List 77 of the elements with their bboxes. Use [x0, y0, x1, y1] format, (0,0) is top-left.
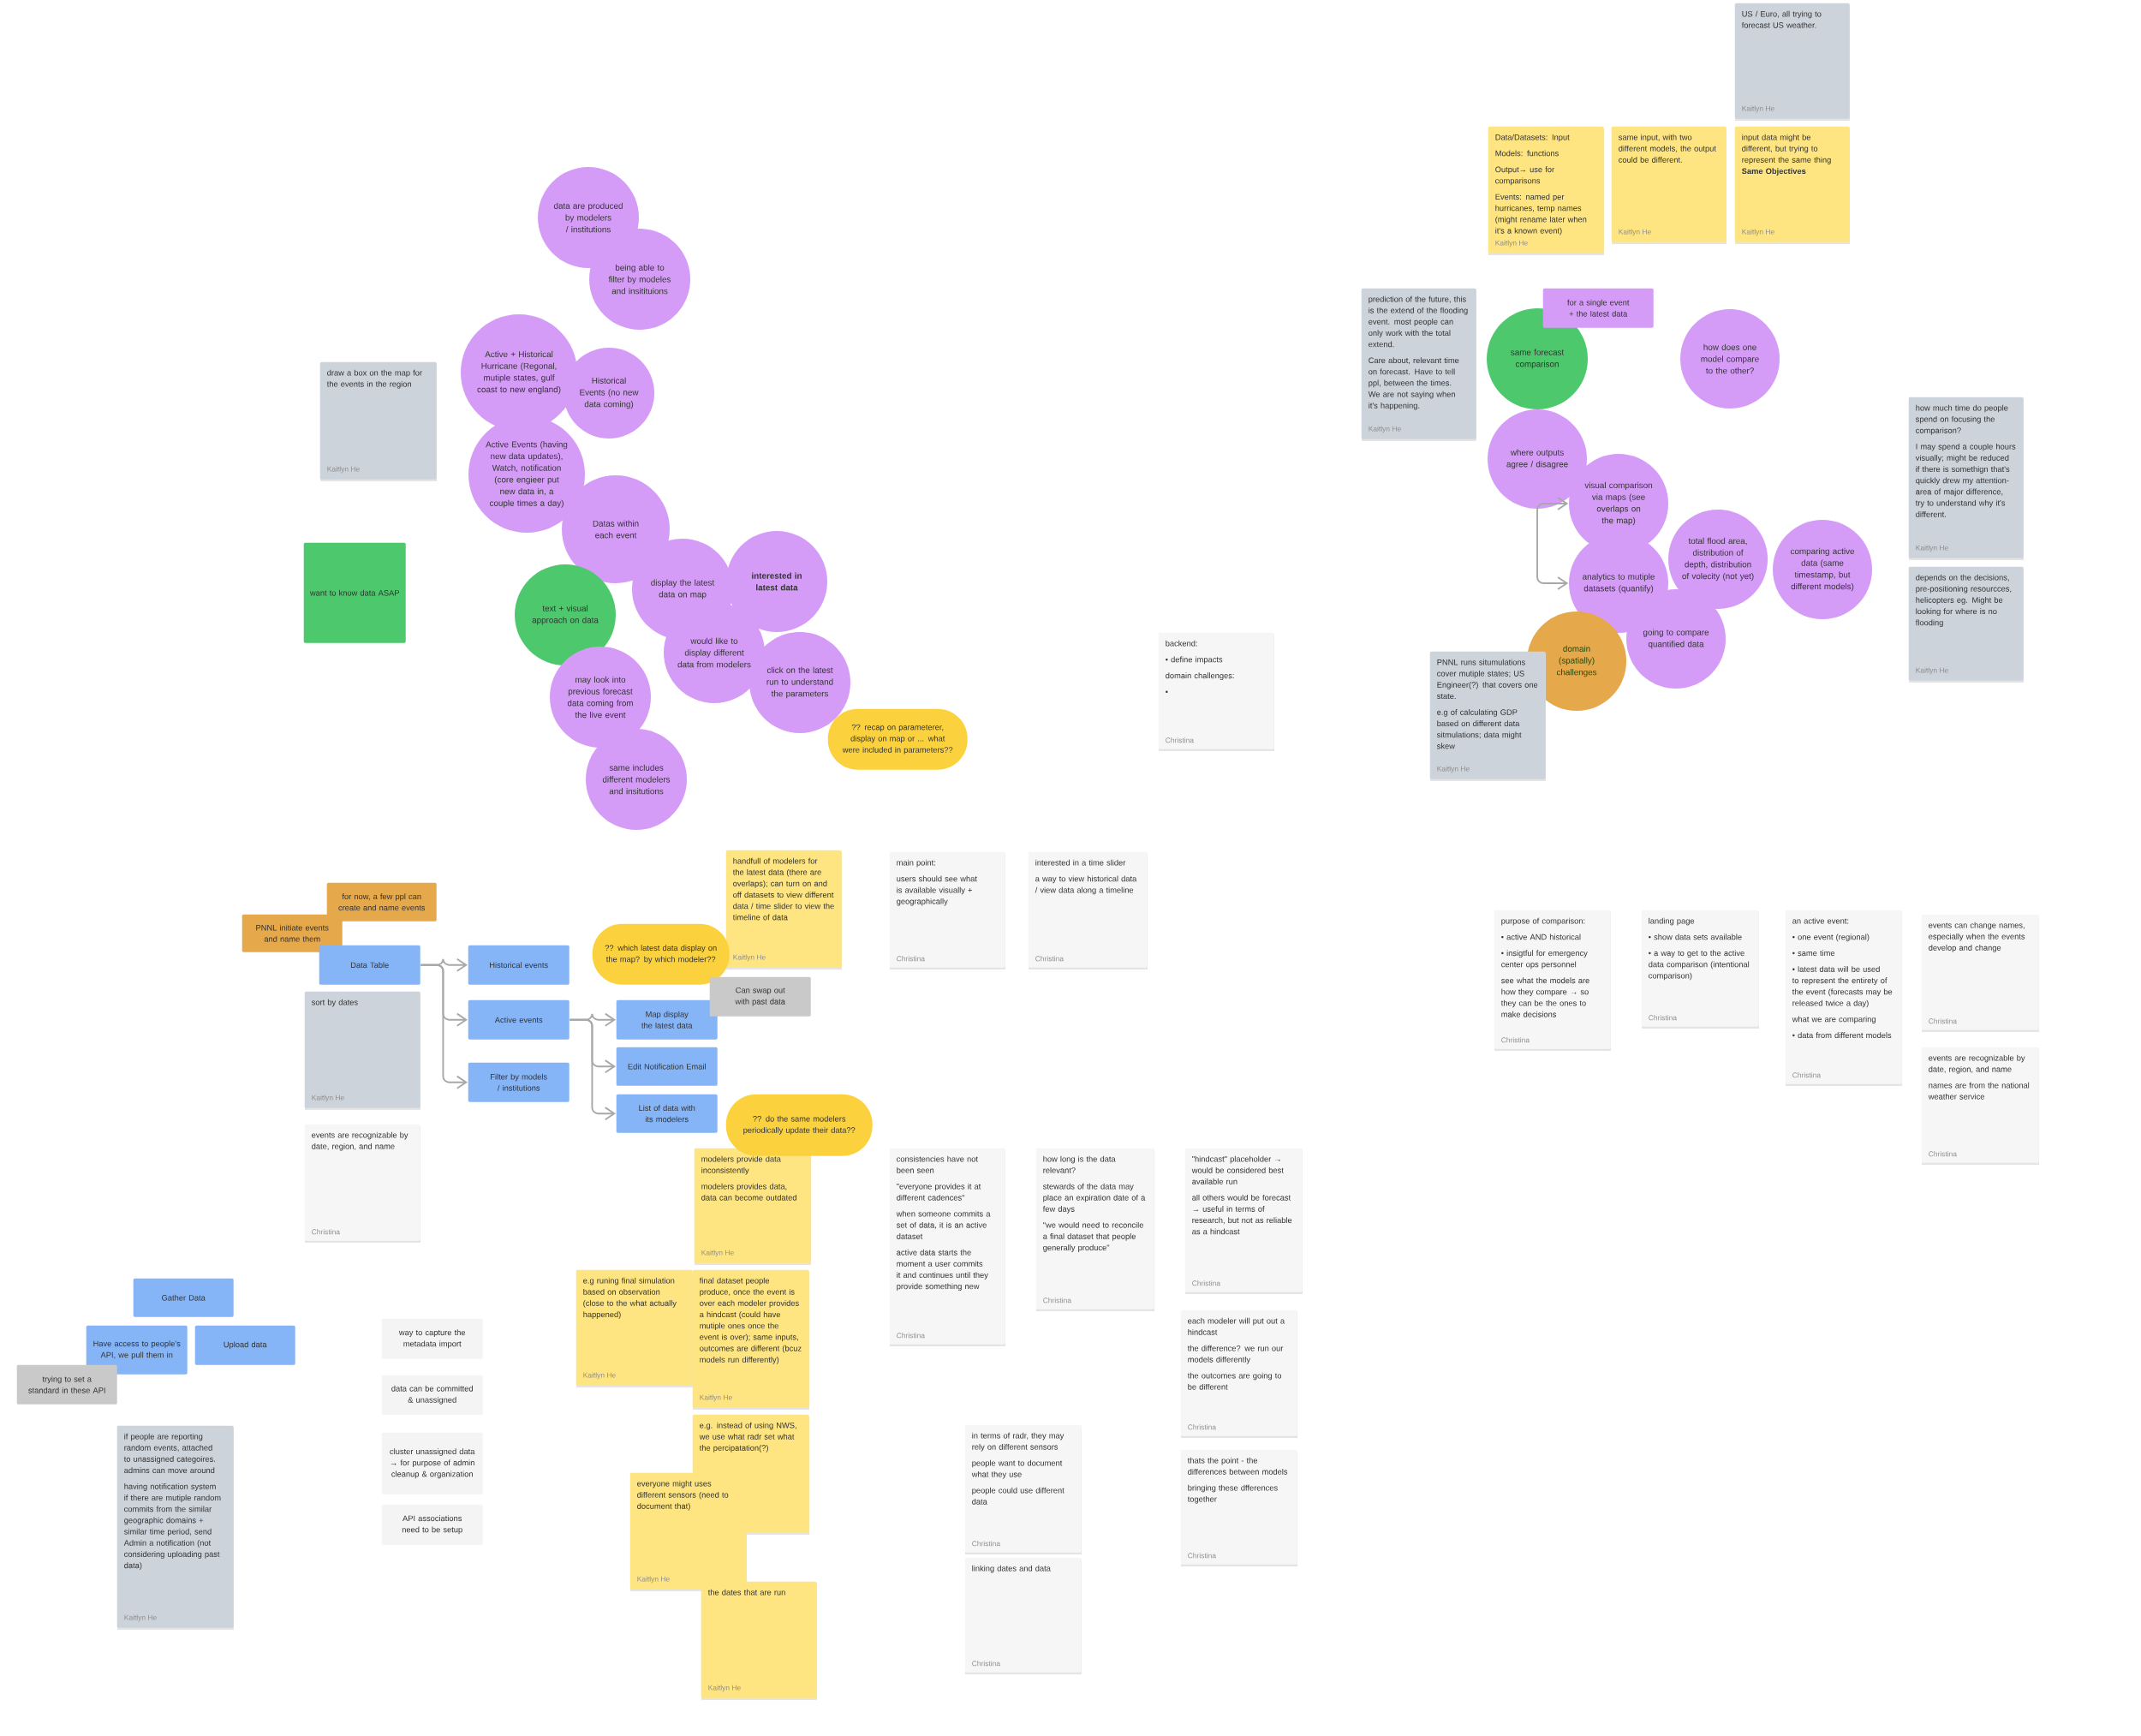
sticky-note: interested in a time slider a way to view historical data / view data along a timeline Christina [1028, 851, 1148, 969]
sticky-note: the dates that are run Kaitlyn He [701, 1581, 817, 1700]
sticky-note: backend: • define impacts domain challenges: • Christina [1158, 632, 1274, 751]
sticky-note: modelers provide data inconsistently modelers provides data, data can become outdated Kaitlyn He [694, 1148, 811, 1265]
arrow [1536, 497, 1569, 510]
bubble: total flood area, distribution of depth, distribution of volecity (not yet) [1668, 510, 1768, 609]
node-label: visual comparison via maps (see overlaps on the map) [1584, 481, 1653, 526]
label-box: PNNL initiate events and name them [242, 914, 343, 952]
bubble: interested in latest data [726, 531, 827, 632]
bubble: Active Events (having new data updates), Watch, notification (core engieer put new data in, a couple times a day) [468, 416, 585, 533]
sticky-note: Data/Datasets: Input Models: functions Output→ use for comparisons Events: named per hurricanes, temp names (might rename later when it's a known event) Kaitlyn He [1488, 126, 1605, 255]
sticky-note: main point: users should see what is available visually + geographically Christina [889, 851, 1005, 969]
question-bubble: ?? which latest data display on the map? by which modeler?? [592, 923, 730, 985]
process-box: Filter by models / institutions [468, 1062, 570, 1102]
arrow [420, 963, 468, 1089]
sticky-note: US / Euro, all trying to forecast US weather. Kaitlyn He [1734, 3, 1851, 121]
sticky-note: how long is the data relevant? stewards of the data may place an expiration date of a few days "we would need to reconcile a final dataset that people generally produce" Christina [1035, 1148, 1154, 1311]
process-box: Active events [468, 999, 570, 1040]
question-bubble: ?? recap on parameterer, display on map or ... what were included in parameters?? [827, 708, 968, 770]
node-label: click on the latest run to understand the parameters [766, 666, 833, 699]
bubble: text + visual approach on data [515, 564, 616, 665]
sticky-note: each modeler will put out a hindcast the difference? we run our models differently the outcomes are going to be different Christina [1180, 1309, 1297, 1438]
label-box: for now, a few ppl can create and name events [326, 882, 437, 922]
note-box: trying to set a standard in these API [16, 1364, 117, 1405]
sticky-note: in terms of radr, they may rely on different sensors people want to document what they use people could use different data Christina [964, 1424, 1082, 1554]
bubble: how does one model compare to the other? [1680, 309, 1780, 409]
process-box: Map display the latest data [616, 999, 718, 1040]
note-box: way to capture the metadata import [381, 1318, 483, 1359]
sticky-note: events are recognizable by date, region, and name Christina [304, 1124, 420, 1243]
sticky-note: "hindcast" placeholder → would be considered best available run all others would be forecast → useful in terms of research, but not as reliable as a hindcast Christina [1184, 1148, 1303, 1294]
node-label: Historical Events (no new data coming) [580, 377, 639, 409]
bubble: may look into previous forecast data coming from the live event [550, 647, 651, 748]
process-box: Data Table [319, 945, 420, 985]
sticky-note: consistencies have not been seen "everyone provides it at different cadences" when someone commits a set of data, it is an active dataset active data starts the moment a user commits it and continues until they provide something new Christina [889, 1148, 1005, 1346]
sticky-note: depends on the decisions, pre-positioning resourcces, helicopters eg. Might be looking for where is no flooding Kaitlyn He [1908, 566, 2025, 683]
sticky-note: sort by dates Kaitlyn He [304, 991, 420, 1110]
sticky-note: events can change names, especially when the events develop and change Christina [1921, 914, 2040, 1032]
process-box: Upload data [194, 1325, 295, 1365]
process-box: Have access to people's API, we pull them in [86, 1325, 188, 1375]
note-box: cluster unassigned data → for purpose of admin cleanup & organization [381, 1432, 483, 1494]
sticky-note: if people are reporting random events, attached to unassigned categoires. admins can move around having notification system if there are mutiple random commits from the similar geographic domains + similar time period, send Admin a notification (not considering uploading past data) Kaitlyn He [116, 1425, 234, 1630]
sticky-note: prediction of the future, this is the extend of the flooding event. most people can only work with the total extend. Care about, relevant time on forecast. Have to tell ppl, between the times. We are not saying when it's happening. Kaitlyn He [1361, 288, 1476, 441]
process-box: Gather Data [133, 1278, 234, 1317]
sticky-note: an active event: • one event (regional) • same time • latest data will be used to represent the entirety of the event (forecasts may be released twice a day) what we are comparing • data from different models Christina [1785, 910, 1903, 1086]
sticky-note: landing page • show data sets available • a way to get to the active data comparison (intentional comparison) Christina [1641, 910, 1759, 1029]
node-label: Active + Historical Hurricane (Regonal, mutiple states, gulf coast to new england) [477, 350, 561, 395]
sticky-note: linking dates and data Christina [964, 1557, 1082, 1674]
node-label: may look into previous forecast data coming from the live event [567, 676, 633, 719]
node-label: would like to display different data from modelers [677, 637, 751, 668]
arrow [1536, 508, 1569, 590]
sticky-note: input data might be different, but trying to represent the same thing Same Objectives Kaitlyn He [1734, 126, 1851, 244]
note-box: API associations need to be setup [381, 1504, 483, 1545]
sticky-note: PNNL runs situmulations cover mutiple states; US Engineer(?) that covers one state. e.g of calculating GDP based on different data sitmulations; data might skew Kaitlyn He [1429, 651, 1546, 781]
sticky-note: how much time do people spend on focusing the comparison? I may spend a couple hours visually; might be reduced if there is somethign that's quickly drew my attention-area of major difference, try to understand why it's different. Kaitlyn He [1908, 397, 2025, 560]
bubble: Historical Events (no new data coming) [564, 348, 654, 438]
node-label: same includes different modelers and insitutions [602, 764, 671, 795]
sticky-note: thats the point - the differences between models bringing these dfferences together Christina [1180, 1449, 1297, 1566]
process-box: Historical events [468, 945, 570, 985]
note-box: data can be committed & unassigned [381, 1375, 483, 1415]
bubble: comparing active data (same timestamp, but different models) [1773, 520, 1872, 619]
bubble: would like to display different data from modelers [664, 602, 765, 703]
sticky-note: final dataset people produce, once the event is over each modeler provides a hindcast (could have mutiple ones once the event is over); same inputs, outcomes are different (bcuz models run differently) Kaitlyn He [692, 1269, 809, 1410]
sticky-note: handfull of modelers for the latest data (there are overlaps); can turn on and off datasets to view different data / time slider to view the timeline of data Kaitlyn He [725, 850, 842, 969]
process-box: Edit Notification Email [616, 1047, 718, 1086]
sticky-note: purpose of comparison: • active AND historical • insigtful for emergency center ops personnel see what the models are how they compare → so they can be the ones to make decisions Christina [1494, 910, 1611, 1051]
process-box: List of data with its modelers [616, 1094, 718, 1133]
sticky-note: events are recognizable by date, region, and name names are from the national weather service Christina [1921, 1047, 2040, 1165]
note-box: Can swap out with past data [709, 976, 811, 1017]
node-label: interested in latest data [752, 572, 802, 591]
bubble: same includes different modelers and insitutions [586, 729, 687, 830]
sticky-note: same input, with two different models, the output could be different. Kaitlyn He [1611, 126, 1727, 244]
label-box: for a single event + the latest data [1542, 288, 1654, 328]
sticky-note: e.g runing final simulation based on observation (close to the what actually happened) Kaitlyn He [576, 1269, 693, 1387]
arrow [569, 1018, 616, 1121]
question-bubble: ?? do the same modelers periodically update their data?? [725, 1094, 873, 1156]
sticky-note: draw a box on the map for the events in the region Kaitlyn He [319, 361, 437, 481]
sticky-note: want to know data ASAP [303, 542, 406, 643]
